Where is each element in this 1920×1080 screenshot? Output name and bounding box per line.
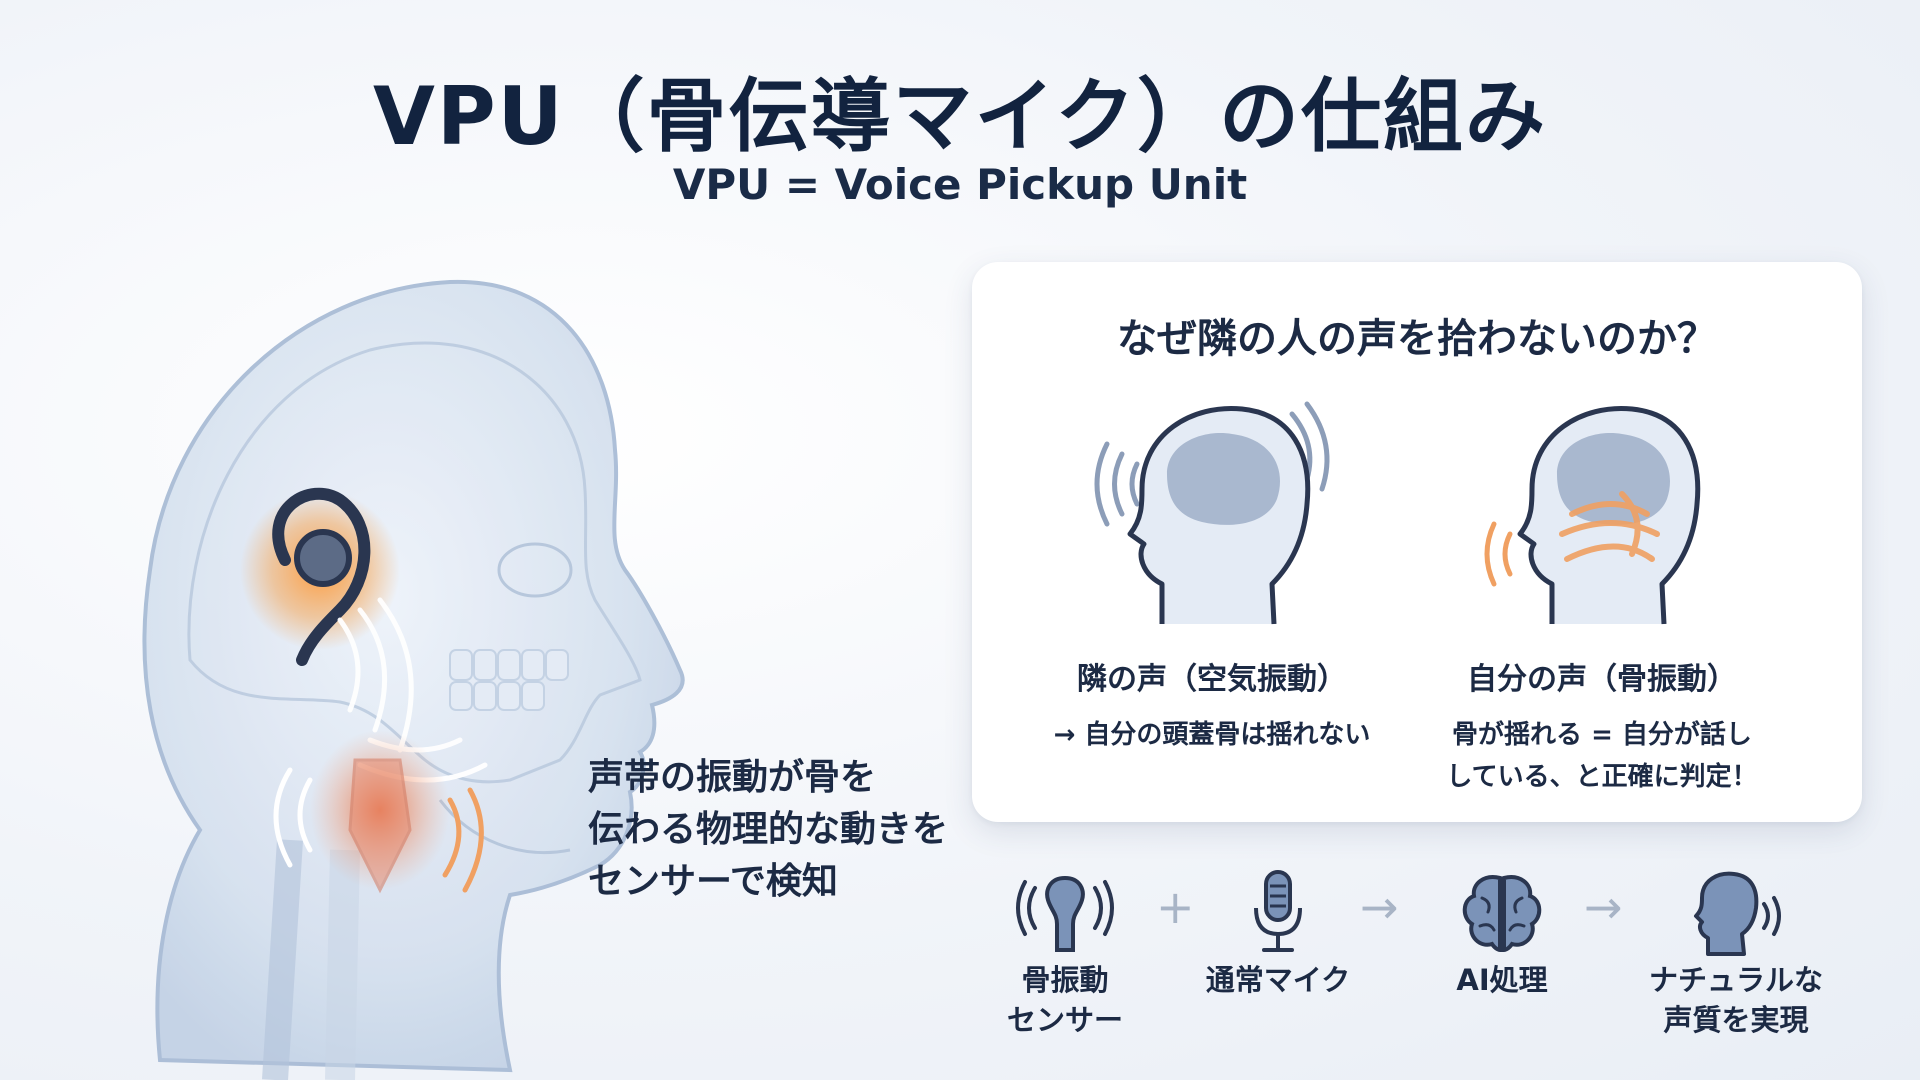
bone-vibration-head-icon: [1484, 405, 1701, 625]
caption-line: 声帯の振動が骨を: [588, 757, 877, 798]
page-subtitle: VPU = Voice Pickup Unit: [672, 160, 1248, 209]
bone-vibration-desc-line: している、と正確に判定！: [1446, 762, 1758, 792]
caption-line: センサーで検知: [588, 861, 838, 902]
flow-label-microphone: 通常マイク: [1205, 963, 1351, 997]
card-title: なぜ隣の人の声を拾わないのか？: [1117, 316, 1717, 362]
page-title: VPU（骨伝導マイク）の仕組み: [373, 70, 1547, 163]
bone-vibration-desc-line: 骨が揺れる = 自分が話し: [1452, 720, 1752, 750]
air-vibration-label: 隣の声（空気振動）: [1077, 662, 1347, 697]
arrow-right-icon: →: [1584, 880, 1623, 934]
microphone-icon: [1254, 870, 1302, 952]
plus-sign: +: [1156, 880, 1195, 934]
arrow-right-icon: →: [1360, 880, 1399, 934]
bone-vibration-sensor-icon: [1016, 875, 1114, 952]
flow-label-sensor: 骨振動 センサー: [1006, 963, 1123, 1037]
caption-line: 伝わる物理的な動きを: [588, 809, 949, 850]
brain-icon: [1462, 875, 1542, 953]
air-vibration-desc: → 自分の頭蓋骨は揺れない: [1053, 720, 1371, 750]
air-vibration-head-icon: [1094, 401, 1330, 625]
speaking-head-icon: [1694, 871, 1781, 956]
flow-label-natural-voice: ナチュラルな 声質を実現: [1648, 963, 1823, 1037]
flow-label-ai: AI処理: [1456, 963, 1548, 997]
explanation-card: なぜ隣の人の声を拾わないのか？ 隣の声（空気振動） → 自分の頭蓋骨は揺れない: [972, 262, 1862, 822]
bone-vibration-label: 自分の声（骨振動）: [1467, 662, 1737, 697]
illustration-caption: 声帯の振動が骨を 伝わる物理的な動きを センサーで検知: [588, 752, 988, 908]
head-skull-illustration: [142, 279, 685, 1080]
